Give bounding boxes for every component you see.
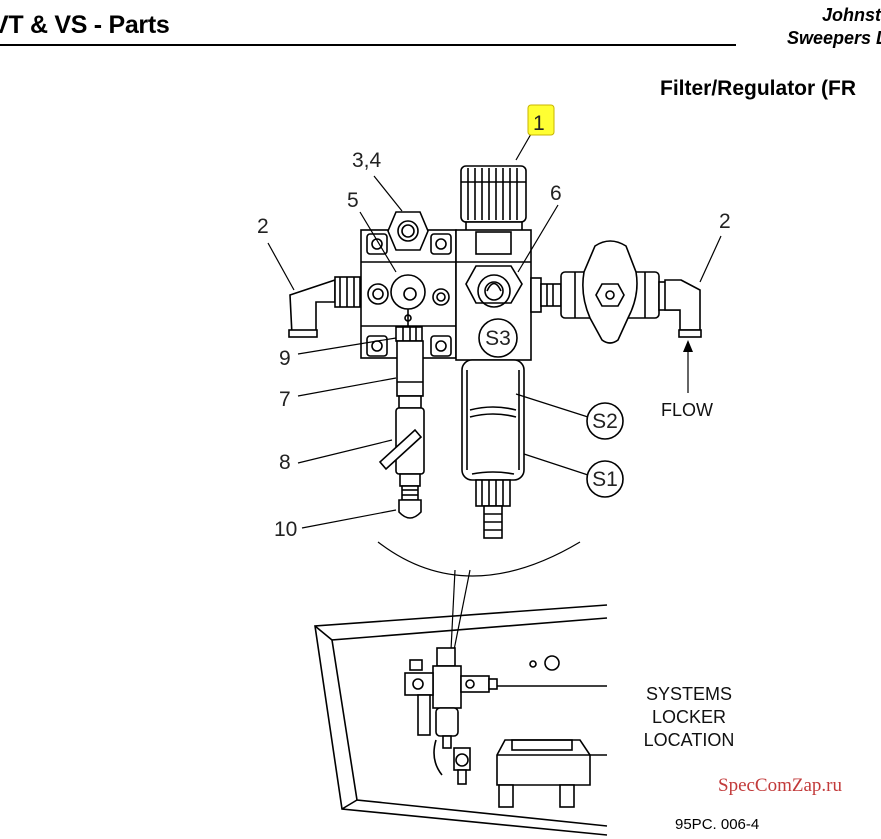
watermark: SpecComZap.ru [718,775,843,796]
callout-10: 10 [274,518,297,541]
callout-2-right: 2 [719,210,731,233]
systems-locker-inset [314,604,608,836]
brand-block: Johnston Sweepers Lin [787,4,881,50]
callout-s3: S3 [485,327,511,350]
location-line-1: SYSTEMS [646,684,732,704]
callout-7: 7 [279,388,291,411]
figure-code: 95PC. 006-4 [675,816,760,833]
location-line-2: LOCKER [652,707,726,727]
left-elbow-fitting [288,276,361,338]
flow-arrow [683,340,693,352]
callout-2-left: 2 [257,215,269,238]
leader-lines [267,133,722,651]
pressure-gauge [390,274,426,330]
page-title: VT & VS - Parts [0,11,170,39]
regulator-knob [460,165,527,233]
hex-plug [387,211,429,251]
s2-circle [586,402,624,440]
callout-1: 1 [533,112,545,135]
callout-3-4: 3,4 [352,149,382,172]
callout-s1: S1 [592,468,618,491]
regulator-body [455,229,532,361]
nipple [395,326,423,342]
brand-line-1: Johnston [822,5,881,25]
callout-8: 8 [279,451,291,474]
callout-5: 5 [347,189,359,212]
callout-6: 6 [550,182,562,205]
callout-highlight [527,104,555,136]
location-line-3: LOCATION [644,730,735,750]
right-elbow-fitting [664,279,702,338]
filter-regulator-assembly [288,165,702,539]
section-title: Filter/Regulator (FR [660,77,857,100]
flow-label: FLOW [661,400,713,420]
drain-valve [378,340,425,519]
right-fittings [530,240,682,344]
s1-circle [586,460,624,498]
header-rule [0,44,736,46]
callout-s2: S2 [592,410,618,433]
s3-circle [478,318,518,358]
callout-9: 9 [279,347,291,370]
filter-bowl [461,359,525,539]
brand-line-2: Sweepers Lin [786,28,881,48]
